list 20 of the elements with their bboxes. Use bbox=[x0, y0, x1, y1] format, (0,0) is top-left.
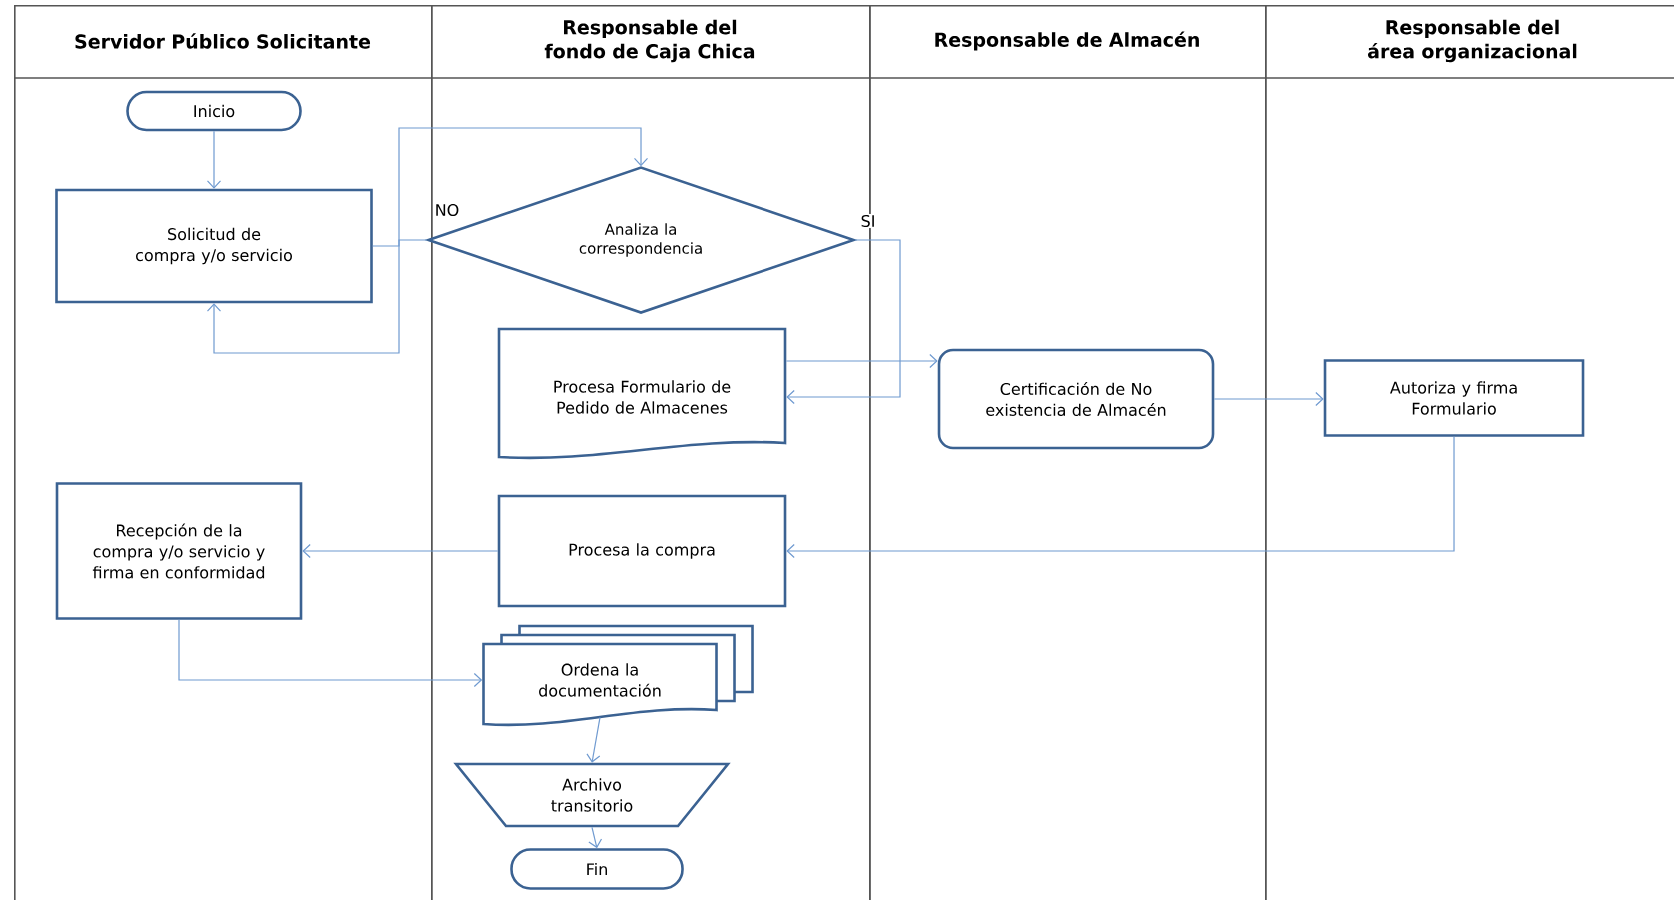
arrow bbox=[786, 239, 901, 405]
process-box: Procesa la compra bbox=[497, 494, 787, 608]
arrow bbox=[206, 130, 222, 189]
terminal-capsule: Inicio bbox=[126, 90, 302, 132]
arrow bbox=[786, 436, 1455, 559]
arrow bbox=[785, 353, 938, 369]
arrow bbox=[178, 619, 483, 688]
process-box: Solicitud de compra y/o servicio bbox=[55, 188, 373, 304]
arrow bbox=[1213, 391, 1324, 407]
process-box: Recepción de la compra y/o servicio y firma en conformidad bbox=[55, 482, 303, 620]
terminal-capsule: Fin bbox=[510, 848, 684, 890]
rounded-process-box: Certificación de No existencia de Almacén bbox=[937, 348, 1215, 450]
arrow bbox=[586, 716, 601, 763]
arrow bbox=[302, 543, 499, 559]
arrow bbox=[206, 239, 428, 354]
process-box: Autoriza y firma Formulario bbox=[1323, 359, 1585, 437]
edge-label: NO bbox=[433, 202, 461, 218]
arrow bbox=[372, 127, 649, 247]
edge-label: SI bbox=[859, 213, 877, 229]
arrow bbox=[588, 826, 603, 849]
